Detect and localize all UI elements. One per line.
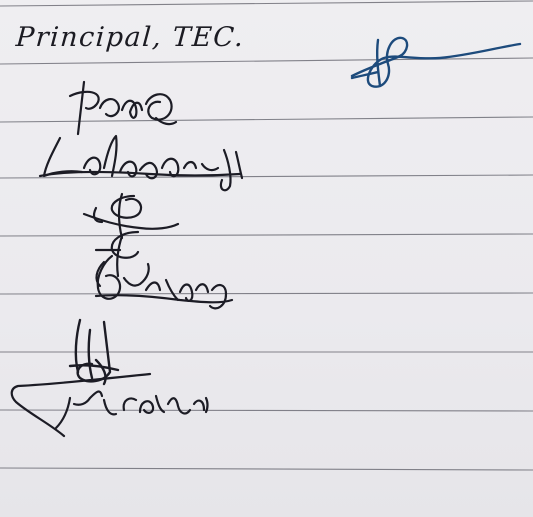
signature-7 xyxy=(68,318,120,386)
signature-8 xyxy=(10,372,209,438)
signature-3 xyxy=(38,134,244,192)
signature-4 xyxy=(82,192,180,240)
signature-1 xyxy=(350,36,522,88)
signature-6 xyxy=(94,254,234,310)
signature-9 xyxy=(33,456,190,502)
signature-2 xyxy=(68,80,178,136)
